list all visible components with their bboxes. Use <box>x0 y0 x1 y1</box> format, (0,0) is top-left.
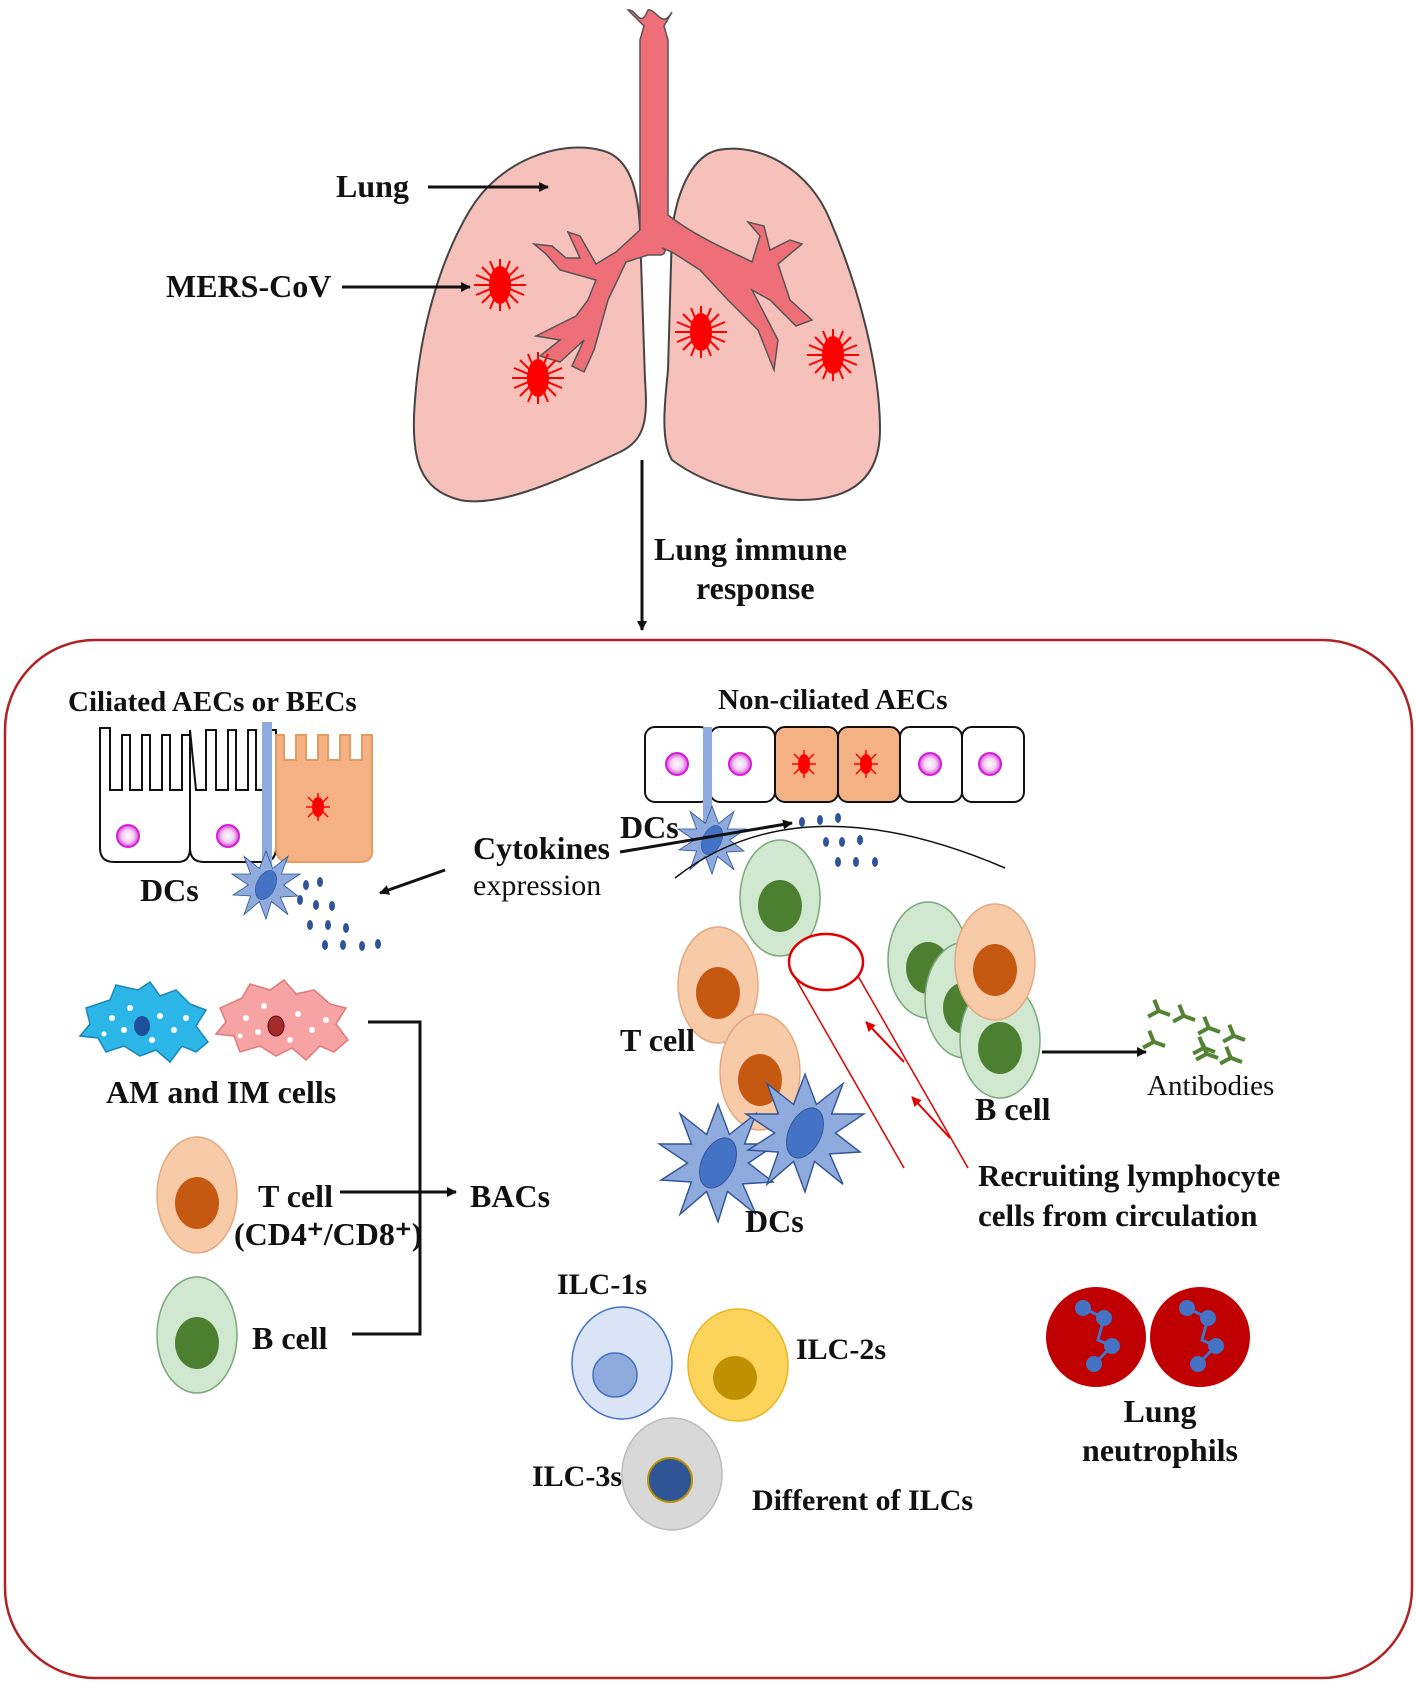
t-cell-right-label: T cell <box>620 1022 695 1058</box>
cytokines-right <box>799 813 878 867</box>
neutrophils-label-2: neutrophils <box>1082 1432 1238 1468</box>
t-cell-legend <box>156 1136 238 1254</box>
cytokines-arrow-left <box>379 868 446 895</box>
recruit-arrow <box>911 1096 951 1139</box>
neutrophil <box>1046 1287 1146 1387</box>
recruitment-cluster <box>658 839 1147 1223</box>
dcs-left-label: DCs <box>140 872 199 908</box>
cytokines-label-2: expression <box>473 869 602 902</box>
neutrophils-label-1: Lung <box>1123 1393 1197 1429</box>
cytokines-label-1: Cytokines <box>473 830 610 866</box>
ilc2-label: ILC-2s <box>796 1333 887 1366</box>
lung-illustration <box>342 9 882 503</box>
ciliated-epithelium <box>99 722 374 920</box>
nonciliated-epithelium <box>644 726 1025 875</box>
b-cell-left-label: B cell <box>252 1320 328 1356</box>
ilc3-label: ILC-3s <box>532 1460 623 1493</box>
ilc3-cell <box>621 1417 723 1531</box>
recruit-label-1: Recruiting lymphocyte <box>978 1158 1281 1193</box>
cytokines-left <box>297 877 381 951</box>
dc-dendrite <box>703 727 712 830</box>
t-cell <box>954 903 1036 1021</box>
nonciliated-label: Non-ciliated AECs <box>718 684 948 716</box>
ilc1-label: ILC-1s <box>557 1268 648 1301</box>
cell-nucleus <box>116 824 140 848</box>
ciliated-cell <box>99 727 191 863</box>
bacs-connector <box>340 1020 457 1336</box>
immune-response-frame <box>3 638 1414 1680</box>
b-cell-right-label: B cell <box>975 1091 1051 1127</box>
infected-ciliated-cell <box>275 734 374 863</box>
bacs-label: BACs <box>470 1178 551 1214</box>
cell-nucleus <box>216 824 240 848</box>
ilc2-cell <box>687 1308 789 1422</box>
t-cell-left-label: T cell <box>258 1178 333 1214</box>
am-im-cells <box>78 978 350 1064</box>
dcs-right-label: DCs <box>620 809 679 845</box>
dcs-bottom-label: DCs <box>745 1203 804 1239</box>
mers-cov-label: MERS-CoV <box>166 268 332 304</box>
cytokines-arrow-right <box>619 819 793 854</box>
left-lung <box>412 146 647 503</box>
ilc1-cell <box>571 1306 673 1420</box>
am-im-label: AM and IM cells <box>106 1074 337 1110</box>
b-cell-legend <box>156 1276 238 1394</box>
immune-response-label-2: response <box>696 570 815 606</box>
antibodies-label: Antibodies <box>1147 1070 1275 1102</box>
lung-label: Lung <box>336 168 409 204</box>
ciliated-label: Ciliated AECs or BECs <box>68 686 357 718</box>
cd4-cd8-label: (CD4⁺/CD8⁺) <box>234 1216 423 1252</box>
antibodies-icon <box>1141 997 1251 1073</box>
recruit-label-2: cells from circulation <box>978 1198 1258 1233</box>
recruit-arrow <box>865 1021 905 1063</box>
different-ilcs-label: Different of ILCs <box>752 1484 974 1517</box>
immune-response-label-1: Lung immune <box>654 531 847 567</box>
tissue-boundary <box>674 825 1006 879</box>
right-lung <box>663 147 882 502</box>
trachea-bronchi <box>531 9 814 374</box>
dc-dendrite <box>262 722 272 867</box>
blood-vessel <box>787 932 865 992</box>
neutrophil <box>1150 1287 1250 1387</box>
